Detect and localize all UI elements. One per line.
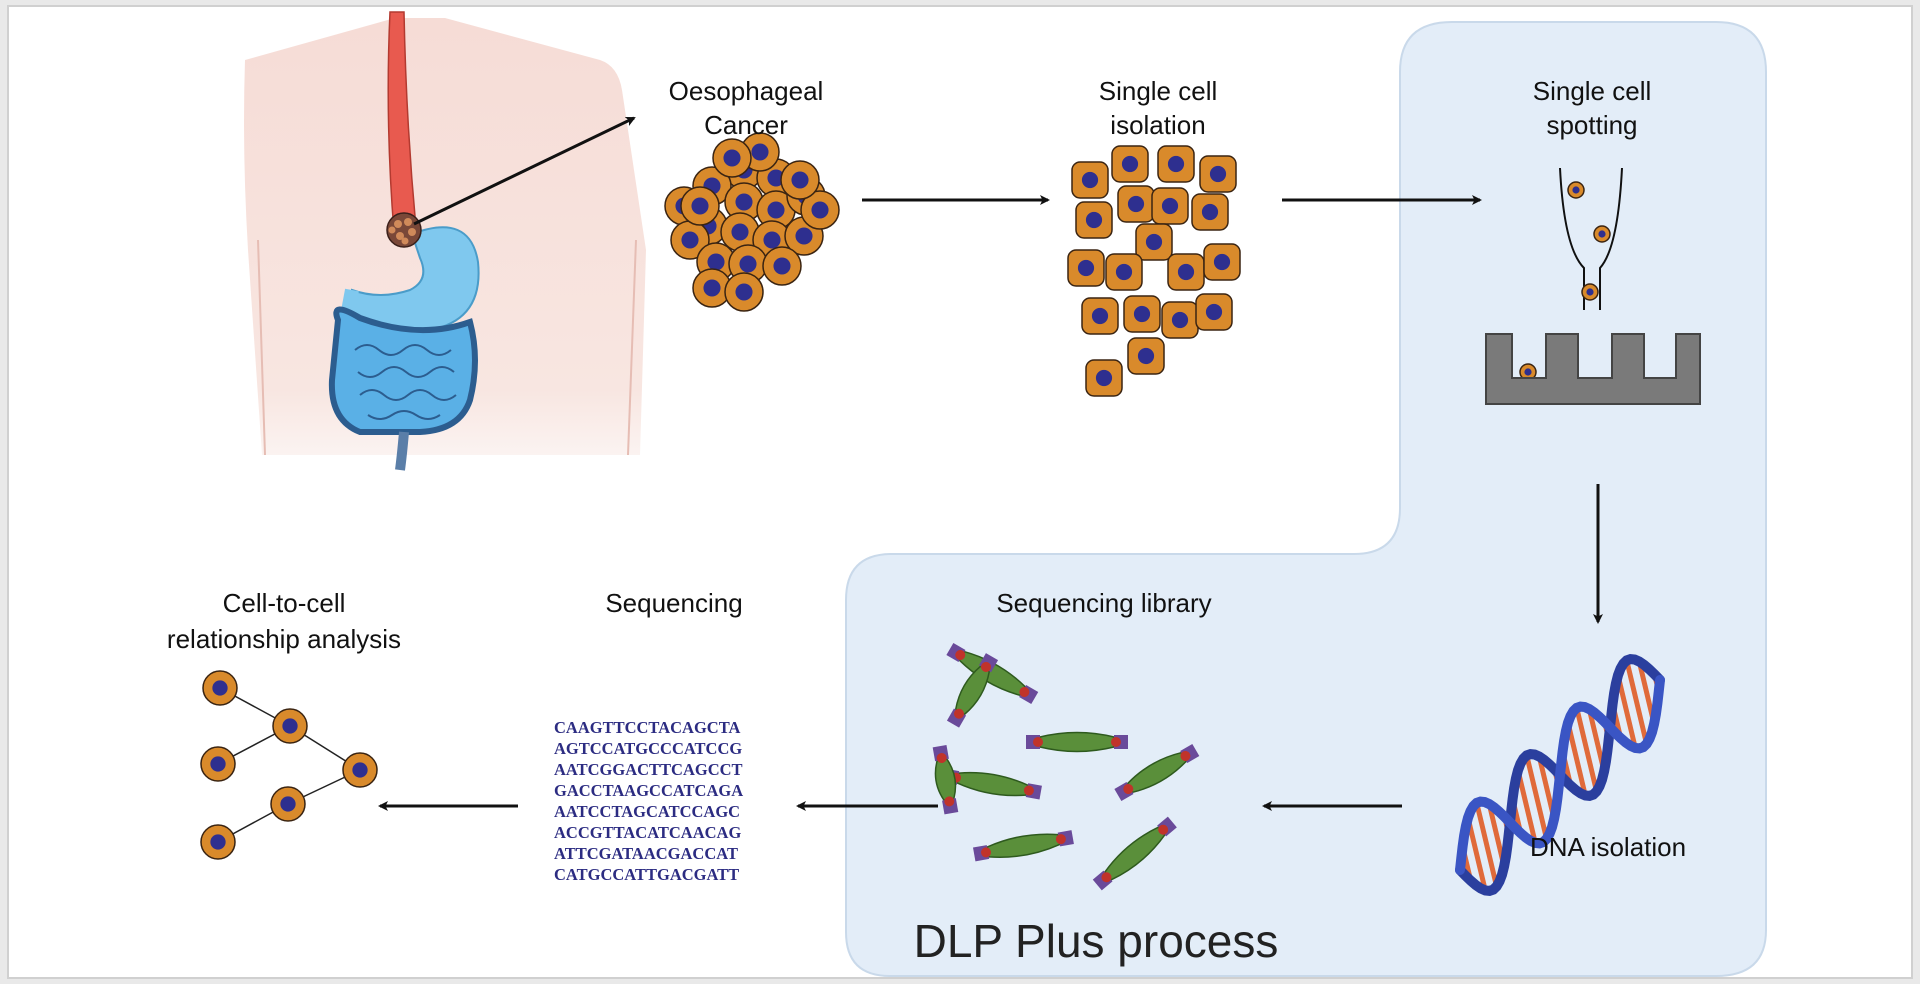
cell-icon [1191,193,1229,231]
cell-icon [1117,185,1155,223]
cell-icon [1581,283,1599,301]
dlp-process-title: DLP Plus process [914,915,1279,967]
sequence-read: AATCCTAGCATCCAGC [554,802,740,821]
cell-icon [270,786,306,822]
sequence-read: GACCTAAGCCATCAGA [554,781,743,800]
label-sequencing: Sequencing [605,588,742,618]
label-oesophageal-line2: Cancer [704,110,788,140]
cell-icon [1161,301,1199,339]
spotting-nozzle-icon [1559,167,1623,310]
cell-icon [1203,243,1241,281]
intestines-icon [328,306,478,471]
dna-fragment-icon [972,830,1074,862]
isolated-cells [1067,145,1241,397]
cell-icon [712,138,752,178]
label-isolation-line2: isolation [1110,110,1205,140]
cell-icon [1567,181,1585,199]
library-fragments [932,642,1200,891]
cell-icon [1067,249,1105,287]
dna-fragment-icon [1026,731,1128,753]
cell-icon [1071,161,1109,199]
sequence-read: AATCGGACTTCAGCCT [554,760,743,779]
tumor-icon [386,212,422,248]
arrow-tumor-to-cancer [413,116,636,226]
cell-icon [1195,293,1233,331]
cell-icon [724,272,764,312]
cell-icon [762,246,802,286]
cell-icon [1593,225,1611,243]
label-spotting-line2: spotting [1546,110,1637,140]
cell-icon [1105,253,1143,291]
cell-icon [1135,223,1173,261]
cell-icon [200,824,236,860]
label-dna-isolation: DNA isolation [1530,832,1686,862]
cell-icon [1111,145,1149,183]
label-spotting-line1: Single cell [1533,76,1652,106]
cell-icon [202,670,238,706]
cell-icon [1199,155,1237,193]
dna-fragment-icon [946,653,999,728]
label-isolation-line1: Single cell [1099,76,1218,106]
sequence-read: ATTCGATAACGACCAT [554,844,738,863]
sequence-reads: CAAGTTCCTACAGCTA AGTCCATGCCCATCCG AATCGG… [554,718,743,884]
cell-icon [1081,297,1119,335]
cell-icon [272,708,308,744]
cancer-cell-cluster [664,132,840,312]
cell-icon [1123,295,1161,333]
well-plate-icon [1485,333,1701,405]
dna-fragment-icon [932,744,959,815]
dna-fragment-icon [1114,743,1200,802]
label-sequencing-library: Sequencing library [996,588,1211,618]
label-relationship-line1: Cell-to-cell [223,588,346,618]
dna-fragment-icon [946,642,1039,705]
dna-fragment-icon [1092,816,1177,891]
cell-icon [1157,145,1195,183]
cell-icon [1085,359,1123,397]
cell-icon [1151,187,1189,225]
label-relationship-line2: relationship analysis [167,624,401,654]
cell-icon [1075,201,1113,239]
cell-icon [680,186,720,226]
sequence-read: ACCGTTACATCAACAG [554,823,741,842]
cell-relationship-tree [200,670,378,860]
sequence-read: CATGCCATTGACGATT [554,865,739,884]
sequence-read: CAAGTTCCTACAGCTA [554,718,740,737]
cell-icon [1167,253,1205,291]
sequence-read: AGTCCATGCCCATCCG [554,739,742,758]
cell-icon [720,212,760,252]
cell-icon [780,160,820,200]
label-oesophageal-line1: Oesophageal [669,76,824,106]
dna-helix-icon [1455,654,1665,896]
cell-icon [800,190,840,230]
cell-icon [1127,337,1165,375]
cell-icon [342,752,378,788]
cell-icon [200,746,236,782]
